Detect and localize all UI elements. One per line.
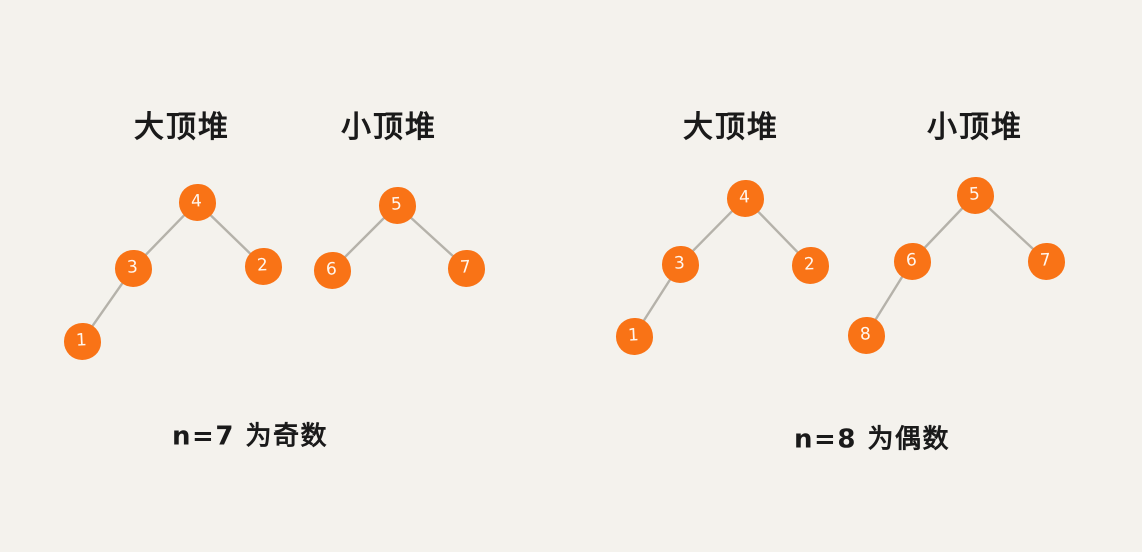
tree-node-6[interactable]: 6 (893, 242, 931, 280)
tree-edge (144, 214, 186, 256)
tree-node-label: 8 (859, 323, 873, 345)
tree-node-label: 6 (325, 258, 339, 280)
tree-node-label: 1 (75, 329, 89, 351)
tree-node-7[interactable]: 7 (1027, 242, 1065, 280)
tree-node-7[interactable]: 7 (447, 249, 485, 287)
tree-node-label: 3 (673, 252, 687, 274)
tree-node-5[interactable]: 5 (378, 186, 416, 224)
panel-caption-even: n=8 为偶数 (794, 424, 950, 455)
tree-edge (91, 281, 124, 328)
tree-node-label: 3 (126, 256, 140, 278)
tree-heading-even-max-heap: 大顶堆 (683, 110, 779, 145)
tree-node-8[interactable]: 8 (847, 316, 885, 354)
tree-node-1[interactable]: 1 (615, 317, 653, 355)
tree-node-2[interactable]: 2 (791, 246, 829, 284)
tree-edge (874, 275, 904, 321)
tree-node-label: 5 (390, 193, 404, 215)
tree-heading-even-min-heap: 小顶堆 (927, 110, 1023, 145)
tree-node-6[interactable]: 6 (313, 251, 351, 289)
tree-edge (691, 209, 734, 253)
tree-node-label: 4 (738, 186, 752, 208)
tree-node-label: 7 (1039, 249, 1053, 271)
tree-node-label: 7 (459, 256, 473, 278)
tree-edge (343, 216, 386, 259)
tree-node-1[interactable]: 1 (63, 322, 101, 360)
tree-edge (642, 278, 672, 322)
tree-edge (409, 216, 454, 257)
tree-heading-odd-max-heap: 大顶堆 (134, 110, 230, 145)
tree-node-label: 4 (190, 190, 204, 212)
tree-node-2[interactable]: 2 (244, 247, 282, 285)
tree-node-3[interactable]: 3 (114, 249, 152, 287)
tree-node-3[interactable]: 3 (661, 245, 699, 283)
tree-edge (987, 206, 1034, 250)
tree-node-label: 1 (627, 324, 641, 346)
tree-node-label: 6 (905, 249, 919, 271)
tree-node-label: 5 (968, 183, 982, 205)
tree-node-label: 2 (256, 254, 270, 276)
tree-node-5[interactable]: 5 (956, 176, 994, 214)
tree-heading-odd-min-heap: 小顶堆 (341, 110, 437, 145)
tree-node-label: 2 (803, 253, 817, 275)
panel-caption-odd: n=7 为奇数 (172, 421, 328, 452)
tree-node-4[interactable]: 4 (178, 183, 216, 221)
tree-node-4[interactable]: 4 (726, 179, 764, 217)
tree-edge (923, 207, 964, 249)
tree-edge (209, 213, 251, 255)
tree-edge (756, 210, 799, 253)
